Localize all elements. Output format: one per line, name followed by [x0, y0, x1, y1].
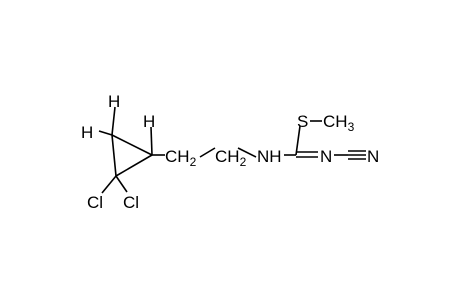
atom-ch2-first: CH2 [165, 147, 197, 169]
atom-ch3: CH3 [323, 112, 355, 134]
bond-ch2-ch2 [199, 147, 216, 158]
atom-ch2-second: CH2 [215, 147, 247, 169]
bond-cl-left [101, 175, 117, 194]
bond-ring-h-left [98, 130, 113, 136]
bond-ch2-nh [237, 147, 257, 158]
atom-s: S [297, 112, 308, 131]
bond-c-s [295, 125, 301, 156]
atom-h-top: H [108, 92, 120, 111]
bond-ring-h-top [111, 106, 116, 136]
atom-cl-right: Cl [123, 193, 139, 212]
ring-bond-top [111, 134, 153, 156]
atom-n-nitrile: N [367, 147, 379, 166]
atom-cl-left: Cl [87, 193, 103, 212]
atom-n-imine: N [320, 147, 332, 166]
bond-cl-right [115, 175, 128, 193]
bond-ring-h-right [150, 126, 153, 156]
atom-h-right: H [143, 112, 155, 131]
ring-bond-bottom [115, 154, 153, 177]
cyclopropane-ring [111, 134, 153, 177]
atom-h-left: H [81, 123, 93, 142]
ring-bond-left [111, 134, 117, 177]
atom-nh: NH [257, 147, 282, 166]
